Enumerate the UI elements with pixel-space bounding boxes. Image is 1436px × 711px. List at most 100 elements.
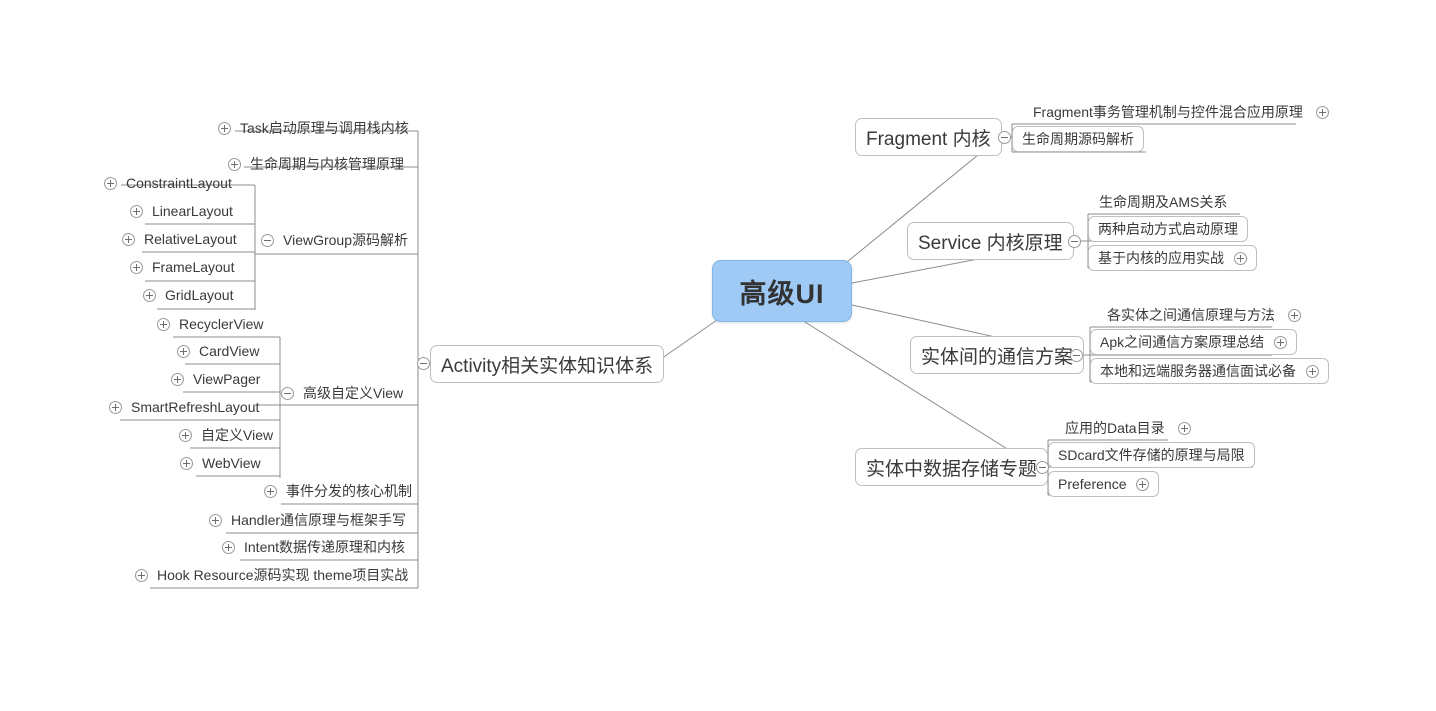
list-item[interactable]: Handler通信原理与框架手写: [209, 509, 411, 531]
branch-node-service[interactable]: Service 内核原理: [907, 222, 1074, 260]
list-item-label: Fragment事务管理机制与控件混合应用原理: [1033, 104, 1303, 120]
list-item-label: ViewGroup源码解析: [283, 232, 409, 248]
list-item-label: Handler通信原理与框架手写: [231, 512, 407, 528]
list-item[interactable]: WebView: [180, 452, 266, 474]
list-item-label: CardView: [199, 343, 260, 359]
list-item[interactable]: Preference: [1048, 471, 1160, 497]
list-item[interactable]: 生命周期及AMS关系: [1094, 191, 1232, 213]
list-item[interactable]: SDcard文件存储的原理与局限: [1048, 442, 1255, 468]
list-item-label: 两种启动方式启动原理: [1098, 221, 1238, 237]
list-item-customview[interactable]: 高级自定义View: [281, 382, 408, 404]
expand-toggle-icon[interactable]: [222, 540, 235, 554]
branch-node-activity[interactable]: Activity相关实体知识体系: [430, 345, 665, 383]
list-item-viewgroup[interactable]: ViewGroup源码解析: [261, 229, 413, 251]
list-item-label: RelativeLayout: [144, 231, 237, 247]
list-item-label: 自定义View: [201, 427, 274, 443]
list-item[interactable]: 生命周期源码解析: [1012, 126, 1144, 152]
branch-node-fragment[interactable]: Fragment 内核: [855, 118, 1002, 156]
expand-toggle-icon[interactable]: [143, 288, 156, 302]
expand-toggle-icon[interactable]: [104, 176, 117, 190]
expand-toggle-icon[interactable]: [179, 428, 192, 442]
collapse-toggle-storage[interactable]: [1036, 461, 1049, 474]
list-item[interactable]: Fragment事务管理机制与控件混合应用原理: [1028, 101, 1329, 123]
collapse-toggle-service[interactable]: [1068, 235, 1081, 248]
list-item-label: Hook Resource源码实现 theme项目实战: [157, 567, 409, 583]
list-item-label: Task启动原理与调用栈内核: [240, 120, 409, 136]
expand-toggle-icon[interactable]: [130, 260, 143, 274]
expand-toggle-icon[interactable]: [1315, 105, 1329, 119]
collapse-toggle-communication[interactable]: [1070, 349, 1083, 362]
list-item[interactable]: 基于内核的应用实战: [1088, 245, 1257, 271]
expand-toggle-icon[interactable]: [1136, 477, 1150, 491]
center-node[interactable]: 高级UI: [712, 260, 852, 322]
list-item[interactable]: 生命周期与内核管理原理: [228, 153, 409, 175]
list-item-label: 本地和远端服务器通信面试必备: [1100, 363, 1296, 379]
expand-toggle-icon[interactable]: [135, 568, 148, 582]
collapse-toggle-fragment[interactable]: [998, 131, 1011, 144]
list-item-label: 基于内核的应用实战: [1098, 250, 1224, 266]
list-item[interactable]: Apk之间通信方案原理总结: [1090, 329, 1298, 355]
expand-toggle-icon[interactable]: [209, 513, 222, 527]
expand-toggle-icon[interactable]: [1234, 251, 1247, 265]
expand-toggle-icon[interactable]: [264, 484, 277, 498]
list-item-label: RecyclerView: [179, 316, 264, 332]
list-item-label: 生命周期与内核管理原理: [250, 156, 404, 172]
list-item[interactable]: 自定义View: [179, 424, 278, 446]
list-item[interactable]: Hook Resource源码实现 theme项目实战: [135, 564, 413, 586]
expand-toggle-icon[interactable]: [109, 400, 122, 414]
branch-node-communication[interactable]: 实体间的通信方案: [910, 336, 1085, 374]
list-item-label: 高级自定义View: [303, 385, 404, 401]
list-item[interactable]: 应用的Data目录: [1060, 417, 1191, 439]
branch-node-fragment-label: Fragment 内核: [866, 128, 991, 150]
list-item-label: SmartRefreshLayout: [131, 399, 260, 415]
list-item[interactable]: CardView: [177, 340, 264, 362]
branch-node-storage-label: 实体中数据存储专题: [866, 458, 1038, 480]
list-item[interactable]: GridLayout: [143, 284, 238, 306]
list-item-label: WebView: [202, 455, 261, 471]
expand-toggle-icon[interactable]: [177, 344, 190, 358]
list-item[interactable]: ViewPager: [171, 368, 265, 390]
list-item-label: FrameLayout: [152, 259, 235, 275]
branch-node-activity-label: Activity相关实体知识体系: [441, 355, 654, 377]
list-item[interactable]: Task启动原理与调用栈内核: [218, 117, 414, 139]
list-item-label: GridLayout: [165, 287, 234, 303]
branch-node-storage[interactable]: 实体中数据存储专题: [855, 448, 1049, 486]
list-item[interactable]: Intent数据传递原理和内核: [222, 536, 410, 558]
expand-toggle-icon[interactable]: [180, 456, 193, 470]
list-item[interactable]: RelativeLayout: [122, 228, 242, 250]
list-item-label: 各实体之间通信原理与方法: [1107, 307, 1275, 323]
list-item-label: 应用的Data目录: [1065, 420, 1165, 436]
list-item[interactable]: SmartRefreshLayout: [109, 396, 264, 418]
list-item[interactable]: RecyclerView: [157, 313, 269, 335]
list-item-label: SDcard文件存储的原理与局限: [1058, 447, 1245, 463]
list-item[interactable]: LinearLayout: [130, 200, 238, 222]
expand-toggle-icon[interactable]: [218, 121, 231, 135]
expand-toggle-icon[interactable]: [130, 204, 143, 218]
list-item[interactable]: ConstraintLayout: [104, 172, 237, 194]
list-item[interactable]: FrameLayout: [130, 256, 239, 278]
expand-toggle-icon[interactable]: [1306, 364, 1319, 378]
expand-toggle-icon[interactable]: [1274, 335, 1288, 349]
expand-toggle-icon[interactable]: [1177, 421, 1191, 435]
list-item-label: ConstraintLayout: [126, 175, 232, 191]
expand-toggle-icon[interactable]: [228, 157, 241, 171]
expand-toggle-icon[interactable]: [122, 232, 135, 246]
list-item-label: Preference: [1058, 476, 1127, 492]
list-item-label: Apk之间通信方案原理总结: [1100, 334, 1265, 350]
collapse-toggle-activity[interactable]: [417, 357, 430, 370]
collapse-toggle-icon[interactable]: [281, 386, 294, 400]
list-item[interactable]: 各实体之间通信原理与方法: [1102, 304, 1301, 326]
list-item-label: Intent数据传递原理和内核: [244, 539, 406, 555]
collapse-toggle-icon[interactable]: [261, 233, 274, 247]
expand-toggle-icon[interactable]: [157, 317, 170, 331]
list-item[interactable]: 事件分发的核心机制: [264, 480, 417, 502]
expand-toggle-icon[interactable]: [171, 372, 184, 386]
list-item[interactable]: 本地和远端服务器通信面试必备: [1090, 358, 1329, 384]
list-item-label: 生命周期及AMS关系: [1099, 194, 1228, 210]
list-item[interactable]: 两种启动方式启动原理: [1088, 216, 1248, 242]
center-node-label: 高级UI: [739, 278, 825, 309]
list-item-label: ViewPager: [193, 371, 261, 387]
list-item-label: 事件分发的核心机制: [286, 483, 412, 499]
expand-toggle-icon[interactable]: [1288, 308, 1301, 322]
list-item-label: LinearLayout: [152, 203, 233, 219]
